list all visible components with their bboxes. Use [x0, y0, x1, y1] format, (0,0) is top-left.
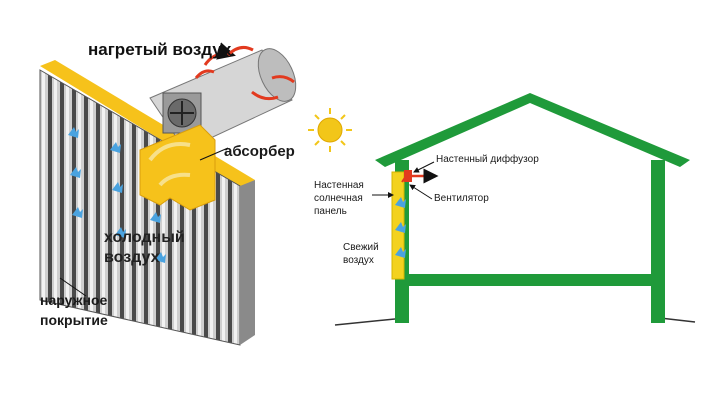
wall-diffuser-icon — [404, 170, 412, 182]
heated-air-label: нагретый воздух — [88, 40, 232, 59]
right-house-diagram — [308, 93, 696, 326]
fan-leader — [409, 184, 433, 200]
absorber-label: абсорбер — [224, 143, 295, 160]
solar-panel-label-line3: панель — [314, 206, 347, 217]
fresh-air-label-line1: Свежий — [343, 242, 379, 253]
house-floor — [395, 274, 665, 286]
solar-panel-label-line2: солнечная — [314, 193, 363, 204]
ground-left — [334, 317, 406, 326]
outer-cover-label-line1: наружное — [40, 292, 108, 308]
fresh-air-arrows — [395, 197, 406, 258]
left-solar-air-collector — [39, 42, 297, 346]
absorber-leader — [199, 147, 229, 161]
ground-right — [659, 317, 696, 323]
fan-icon — [401, 171, 411, 183]
outer-cover-leader — [59, 277, 87, 297]
cold-air-label: холодный воздух — [104, 229, 185, 266]
panel-side — [240, 180, 255, 345]
solar-panel-label-line1: Настенная — [314, 180, 364, 191]
sun-icon — [308, 108, 352, 152]
diffuser-leader — [413, 161, 435, 173]
outer-cover-label-line2: покрытие — [40, 312, 108, 328]
warm-air-arrows — [194, 42, 295, 101]
house-frame — [375, 93, 690, 323]
absorber-plate — [139, 124, 216, 211]
fresh-air-label-line2: воздух — [343, 255, 374, 266]
wall-diffuser-label: Настенный диффузор — [436, 154, 539, 165]
fan-label: Вентилятор — [434, 193, 489, 204]
air-duct — [149, 48, 297, 151]
house-right-wall — [651, 160, 665, 323]
cool-air-arrows — [68, 127, 166, 263]
